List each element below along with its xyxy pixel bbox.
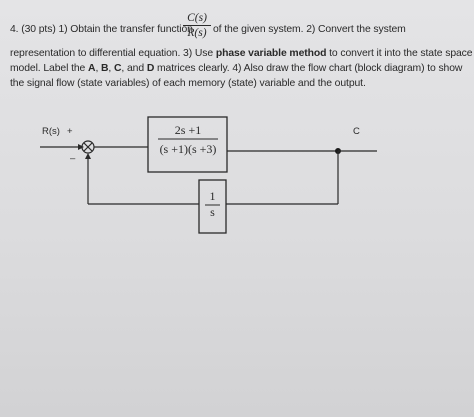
line3-sep-1: ,: [95, 63, 102, 74]
line2-part-b: to convert it into the state space: [326, 48, 473, 59]
feedback-numerator: 1: [210, 189, 216, 203]
feedback-arrowhead: [85, 153, 91, 159]
problem-line-4: the signal flow (state variables) of eac…: [10, 78, 366, 89]
problem-line-2: representation to differential equation.…: [10, 48, 473, 59]
minus-sign-label: –: [70, 153, 76, 164]
matrix-label-b: B: [101, 63, 109, 74]
line3-sep-2: ,: [108, 63, 114, 74]
forward-numerator: 2s +1: [175, 123, 201, 137]
line2-part-a: representation to differential equation.…: [10, 48, 216, 59]
tf-numerator: C(s): [187, 12, 207, 24]
problem-line-3: model. Label the A, B, C, and D matrices…: [10, 63, 462, 74]
transfer-function-fraction: C(s) R(s): [183, 12, 211, 39]
line3-sep-3: , and: [121, 63, 147, 74]
feedback-transfer-block: [198, 179, 227, 234]
input-label: R(s): [42, 126, 60, 137]
problem-text-start: 4. (30 pts) 1) Obtain the transfer funct…: [10, 24, 193, 35]
feedback-denominator: s: [210, 205, 215, 219]
line2-bold-method: phase variable method: [215, 48, 327, 59]
input-arrowhead: [78, 144, 84, 150]
problem-line-1a: 4. (30 pts) 1) Obtain the transfer funct…: [10, 24, 193, 35]
matrix-label-d: D: [146, 63, 155, 74]
tf-denominator: R(s): [187, 27, 207, 39]
line3-part-c: matrices clearly. 4) Also draw the flow …: [154, 63, 463, 74]
line3-part-a: model. Label the: [10, 63, 89, 74]
forward-transfer-block: [147, 116, 228, 173]
line4-text: the signal flow (state variables) of eac…: [10, 78, 366, 89]
problem-line-1b: of the given system. 2) Convert the syst…: [213, 24, 406, 35]
plus-sign-label: +: [67, 126, 73, 137]
matrix-label-a: A: [88, 63, 96, 74]
forward-denominator: (s +1)(s +3): [160, 142, 217, 156]
tf-fraction-bar: [183, 25, 211, 26]
matrix-label-c: C: [114, 63, 122, 74]
output-label: C: [353, 126, 360, 137]
problem-text-continued: of the given system. 2) Convert the syst…: [213, 24, 406, 35]
